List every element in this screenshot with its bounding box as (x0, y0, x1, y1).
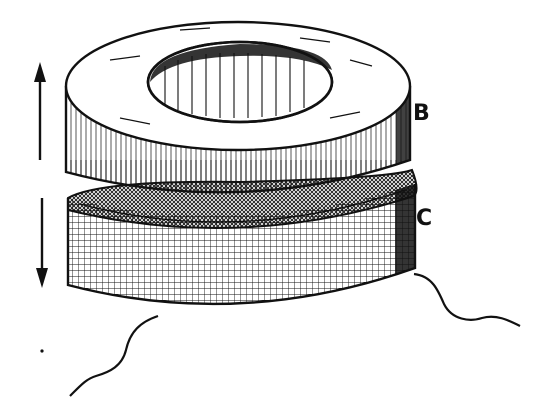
lead-wires (69, 272, 521, 397)
ring-b (64, 20, 412, 194)
stray-mark (40, 349, 44, 353)
coil-c (66, 168, 418, 306)
label-c: C (416, 206, 433, 231)
label-b: B (413, 101, 430, 126)
double-headed-vertical-arrow-icon (34, 62, 48, 288)
